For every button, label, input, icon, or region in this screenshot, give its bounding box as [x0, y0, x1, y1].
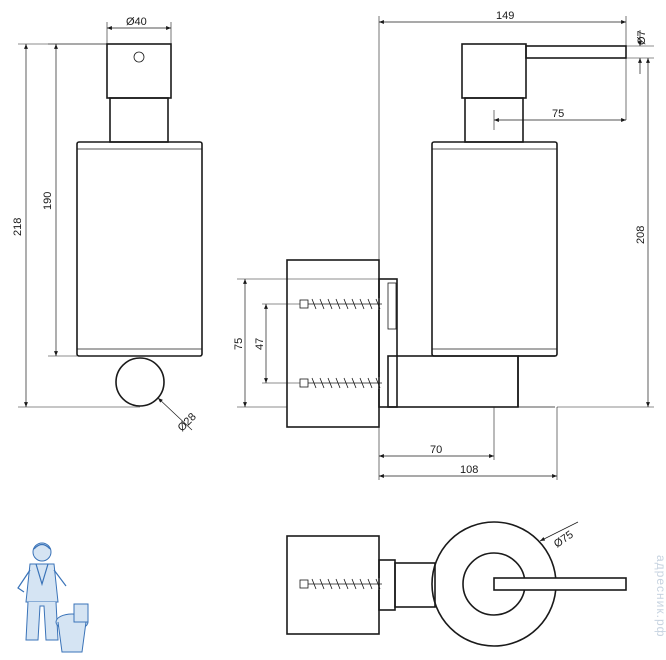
side-body — [431, 141, 558, 357]
dim-bracket-depth: 70 — [430, 444, 442, 456]
front-neck — [109, 97, 169, 143]
plumber-mascot-logo — [17, 542, 89, 653]
top-bracket — [394, 562, 436, 608]
dim-side-height: 208 — [635, 226, 647, 244]
dim-total-depth: 149 — [496, 10, 514, 22]
top-view: Ø75 — [286, 521, 627, 647]
dim-spout-diameter: Ø7 — [636, 30, 648, 45]
front-view: Ø40 218 190 Ø28 — [12, 16, 203, 434]
dim-top-button-diameter: Ø40 — [126, 16, 147, 28]
side-screw-upper — [299, 298, 382, 310]
front-base-knob — [115, 357, 165, 407]
dim-base-diameter: Ø28 — [176, 411, 199, 434]
dim-body-height: 190 — [42, 192, 54, 210]
side-spout — [525, 45, 627, 59]
side-screw-lower — [299, 377, 382, 389]
top-spout — [493, 577, 627, 591]
site-watermark: адресник.рф — [654, 555, 666, 637]
dim-projection: 108 — [460, 464, 478, 476]
front-button-hole — [133, 51, 145, 63]
top-screw — [299, 578, 382, 590]
front-body — [76, 141, 203, 357]
side-bracket-arm — [387, 355, 519, 408]
dim-top-view-diameter: Ø75 — [552, 529, 576, 551]
dim-overall-height: 218 — [12, 218, 24, 236]
side-wall-section — [286, 259, 380, 428]
dim-screw-spacing: 47 — [254, 338, 266, 350]
dim-mount-height: 75 — [233, 338, 245, 350]
dim-spout-length: 75 — [552, 108, 564, 120]
side-top-pump — [461, 43, 527, 99]
side-view: 149 Ø7 75 208 75 47 70 108 — [233, 10, 654, 480]
